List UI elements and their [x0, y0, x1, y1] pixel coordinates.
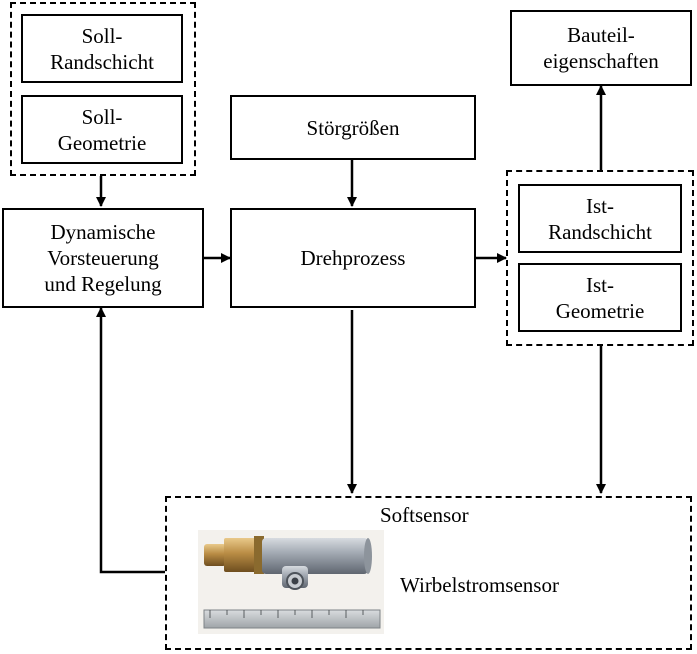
bauteileigenschaften-box: Bauteil- eigenschaften — [510, 10, 692, 86]
steel-end — [364, 538, 372, 574]
soll-randschicht-label: Soll- Randschicht — [50, 23, 154, 74]
ruler-ticks — [209, 610, 364, 618]
ist-group — [506, 170, 694, 346]
stoergroessen-label: Störgrößen — [306, 115, 400, 140]
ist-geometrie-box: Ist- Geometrie — [518, 263, 682, 332]
arrow-softsensor-to-regelung — [96, 307, 165, 574]
bauteileigenschaften-label: Bauteil- eigenschaften — [543, 23, 659, 73]
soll-group — [10, 2, 196, 176]
drehprozess-label: Drehprozess — [300, 246, 406, 270]
stoergroessen-box: Störgrößen — [230, 95, 476, 160]
ist-geometrie-label: Ist- Geometrie — [555, 272, 645, 323]
ruler — [203, 609, 381, 629]
regelung-label: Dynamische Vorsteuerung und Regelung — [44, 220, 162, 296]
wirbelstromsensor-label: Wirbelstromsensor — [400, 573, 559, 597]
port-inner — [291, 577, 299, 585]
soll-randschicht-box: Soll- Randschicht — [21, 14, 183, 83]
ist-randschicht-label: Ist- Randschicht — [548, 193, 652, 244]
steel-body — [262, 538, 368, 574]
regelung-box: Dynamische Vorsteuerung und Regelung — [2, 208, 204, 308]
brass-connector — [204, 544, 226, 566]
drehprozess-box: Drehprozess — [230, 208, 476, 308]
softsensor-group — [165, 496, 692, 650]
brass-collar — [254, 536, 264, 574]
sensor-photo — [198, 530, 384, 634]
softsensor-label: Softsensor — [380, 503, 469, 527]
soll-geometrie-box: Soll- Geometrie — [21, 95, 183, 164]
soll-geometrie-label: Soll- Geometrie — [57, 104, 147, 155]
ist-randschicht-box: Ist- Randschicht — [518, 184, 682, 253]
brass-nut — [224, 538, 260, 572]
